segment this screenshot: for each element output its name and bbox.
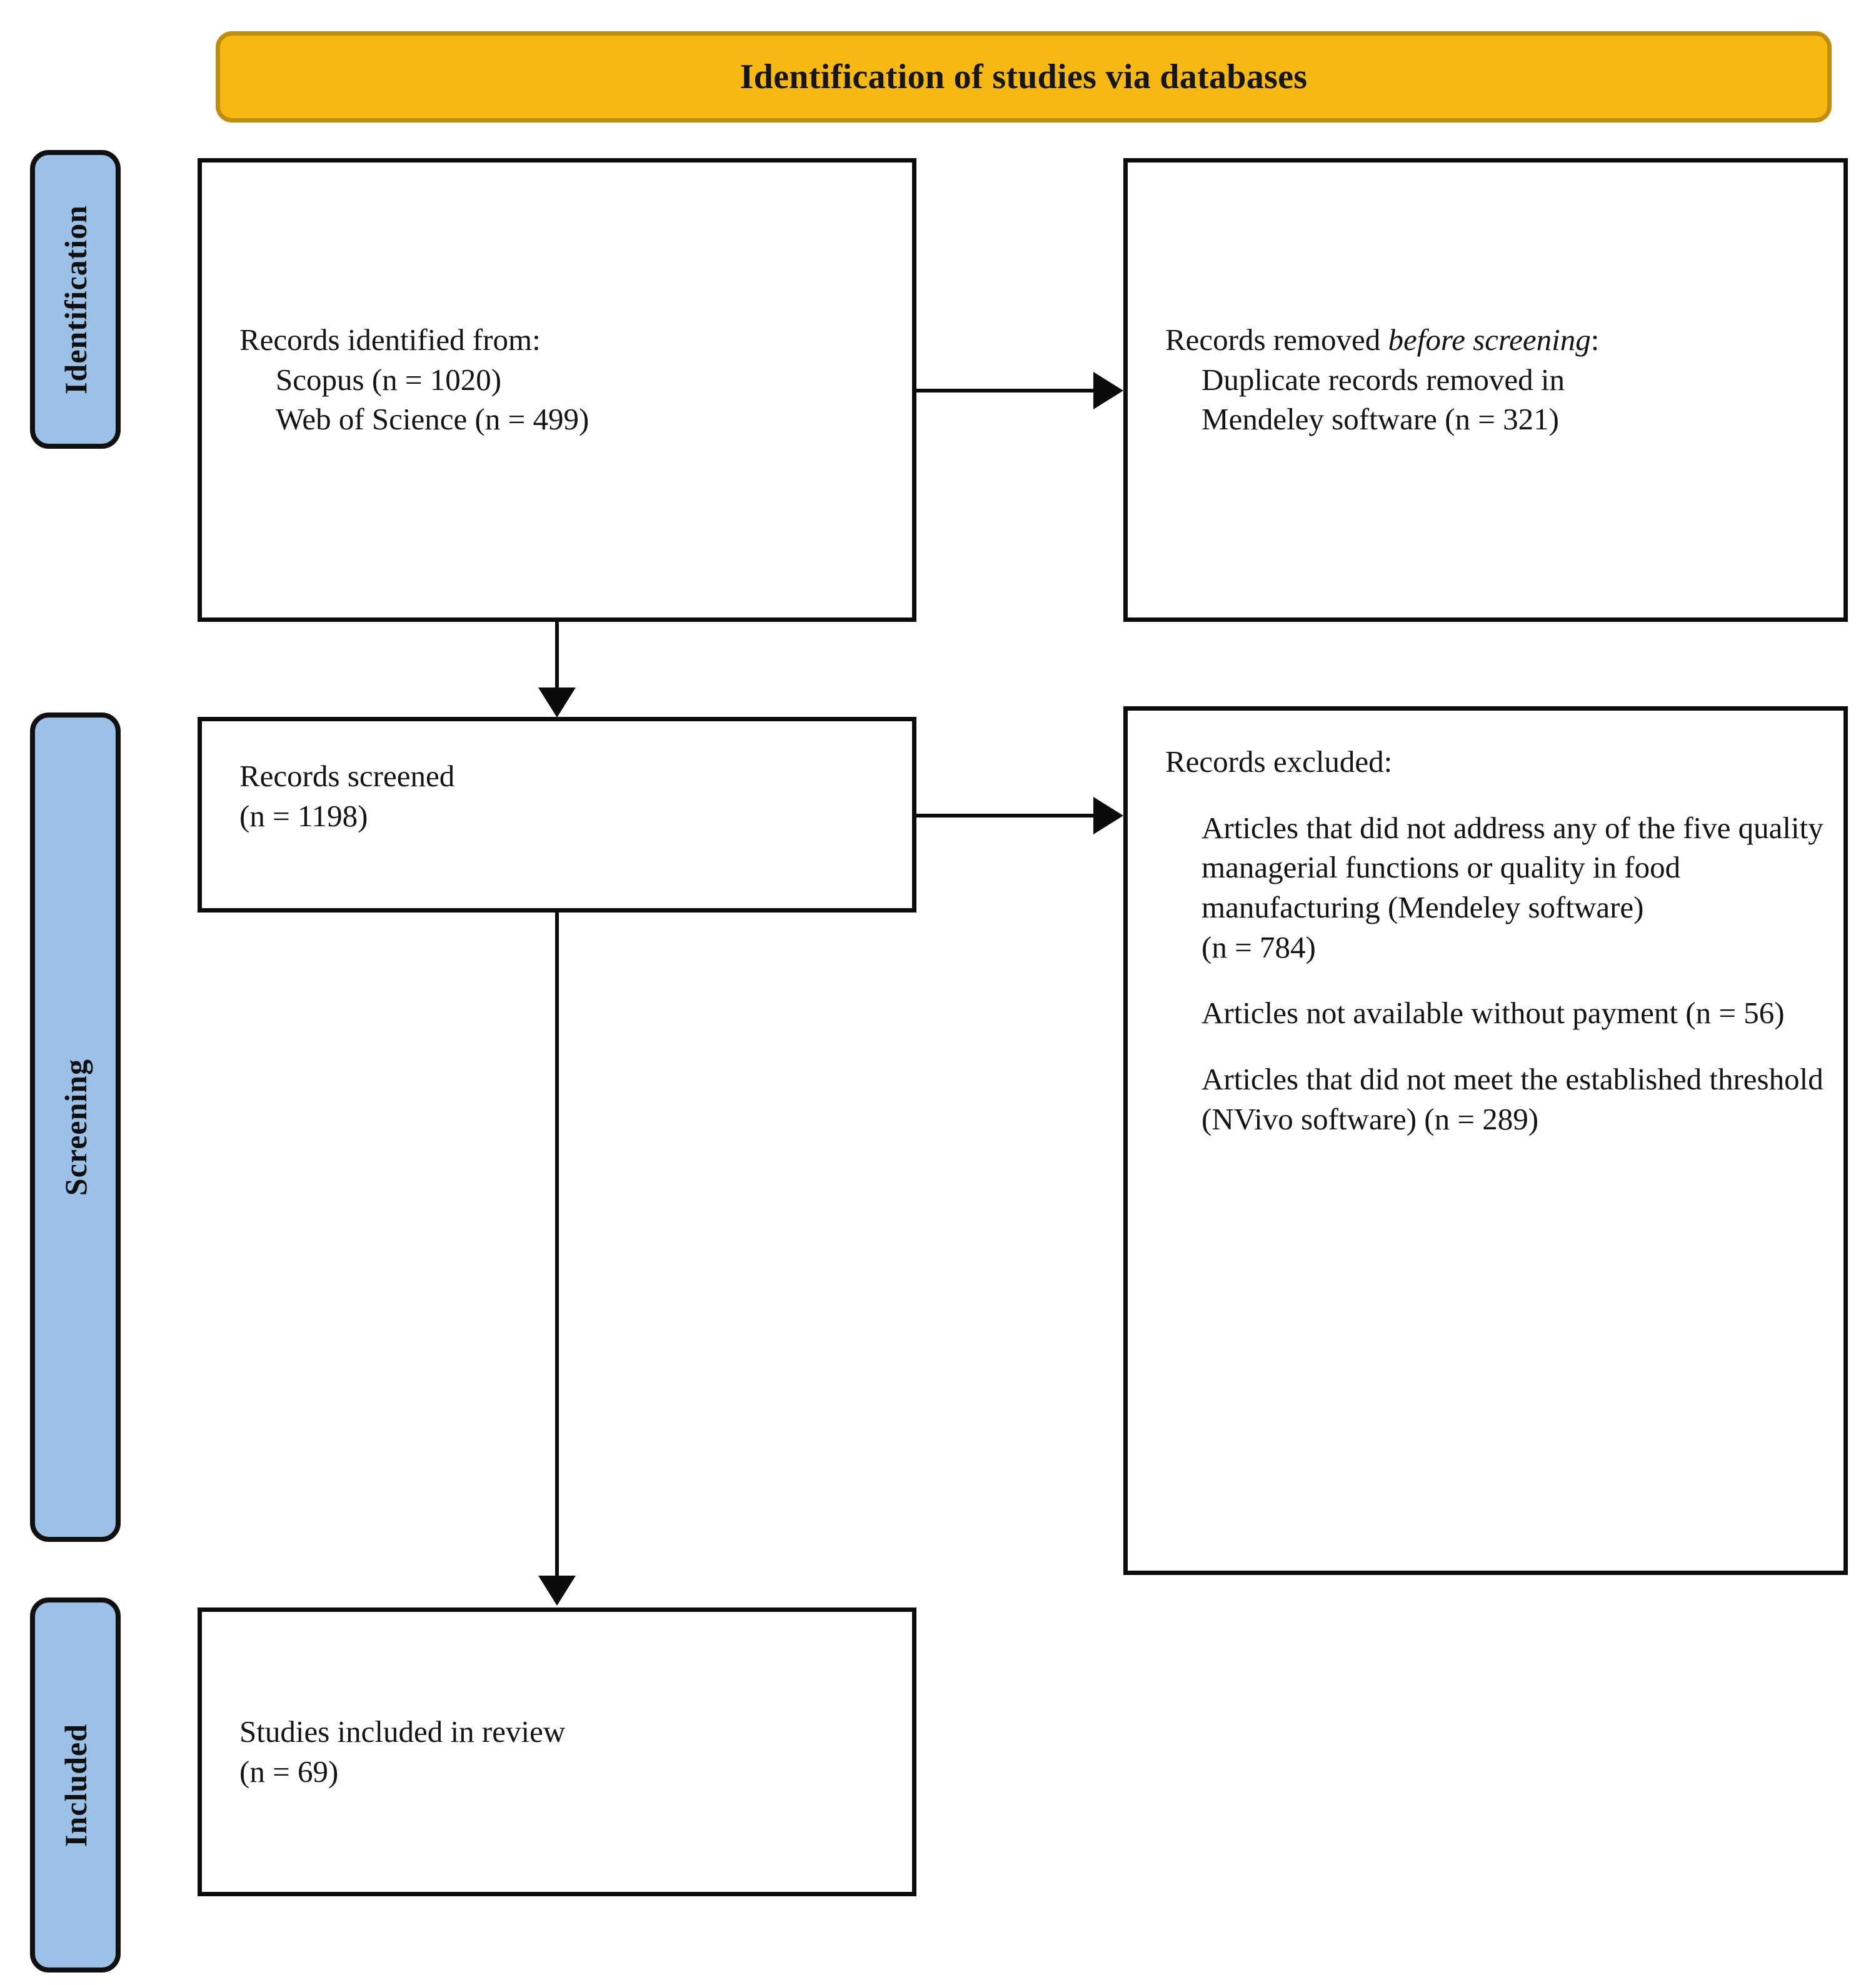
arrow-right-icon <box>1093 797 1123 834</box>
records-removed-heading-suffix: : <box>1590 322 1600 357</box>
records-excluded-reason-1: Articles that did not address any of the… <box>1201 810 1823 925</box>
records-removed-detail-line1: Duplicate records removed in <box>1201 362 1565 397</box>
box-studies-included: Studies included in review (n = 69) <box>198 1608 916 1896</box>
box-records-removed: Records removed before screening: Duplic… <box>1123 158 1848 622</box>
records-excluded-reason-3: Articles that did not meet the establish… <box>1201 1062 1823 1136</box>
phase-label-identification: Identification <box>30 150 121 449</box>
spacer <box>1165 1033 1843 1059</box>
spacer <box>1165 967 1843 993</box>
box-records-excluded-content: Records excluded: Articles that did not … <box>1165 742 1843 1139</box>
connector-screened-to-excluded-line <box>916 814 1095 818</box>
records-screened-count: (n = 1198) <box>239 798 368 833</box>
records-identified-heading: Records identified from: <box>239 322 541 357</box>
phase-included-text: Included <box>58 1723 93 1847</box>
arrow-down-icon <box>538 1576 576 1606</box>
box-records-removed-content: Records removed before screening: Duplic… <box>1165 320 1843 439</box>
phase-label-included: Included <box>30 1598 121 1972</box>
connector-identified-to-screened-line <box>555 622 559 691</box>
banner-title: Identification of studies via databases <box>740 58 1308 96</box>
records-removed-heading-prefix: Records removed <box>1165 322 1388 357</box>
records-identified-source-scopus: Scopus (n = 1020) <box>276 362 502 397</box>
phase-screening-text: Screening <box>58 1058 93 1196</box>
box-records-identified: Records identified from: Scopus (n = 102… <box>198 158 916 622</box>
studies-included-count: (n = 69) <box>239 1754 339 1789</box>
connector-screened-to-included-line <box>555 912 559 1579</box>
box-records-excluded: Records excluded: Articles that did not … <box>1123 706 1848 1575</box>
records-excluded-heading: Records excluded: <box>1165 744 1393 779</box>
phase-identification-text: Identification <box>58 204 93 394</box>
records-excluded-reason-2: Articles not available without payment (… <box>1201 996 1785 1031</box>
records-identified-source-wos: Web of Science (n = 499) <box>276 402 589 437</box>
arrow-right-icon <box>1093 372 1123 409</box>
box-records-identified-content: Records identified from: Scopus (n = 102… <box>239 320 912 439</box>
phase-label-screening: Screening <box>30 712 121 1542</box>
spacer <box>1165 782 1843 808</box>
box-studies-included-content: Studies included in review (n = 69) <box>239 1712 912 1791</box>
records-removed-heading: Records removed before screening: <box>1165 320 1843 360</box>
connector-identified-to-removed-line <box>916 389 1095 392</box>
box-records-screened-content: Records screened (n = 1198) <box>239 756 912 836</box>
studies-included-heading: Studies included in review <box>239 1714 566 1749</box>
identification-banner: Identification of studies via databases <box>216 31 1832 122</box>
records-removed-detail-line2: Mendeley software (n = 321) <box>1201 402 1559 437</box>
box-records-screened: Records screened (n = 1198) <box>198 717 916 912</box>
records-excluded-reason-1-count: (n = 784) <box>1201 929 1316 964</box>
records-removed-heading-italic: before screening <box>1388 322 1591 357</box>
arrow-down-icon <box>538 688 576 718</box>
records-screened-heading: Records screened <box>239 759 455 793</box>
